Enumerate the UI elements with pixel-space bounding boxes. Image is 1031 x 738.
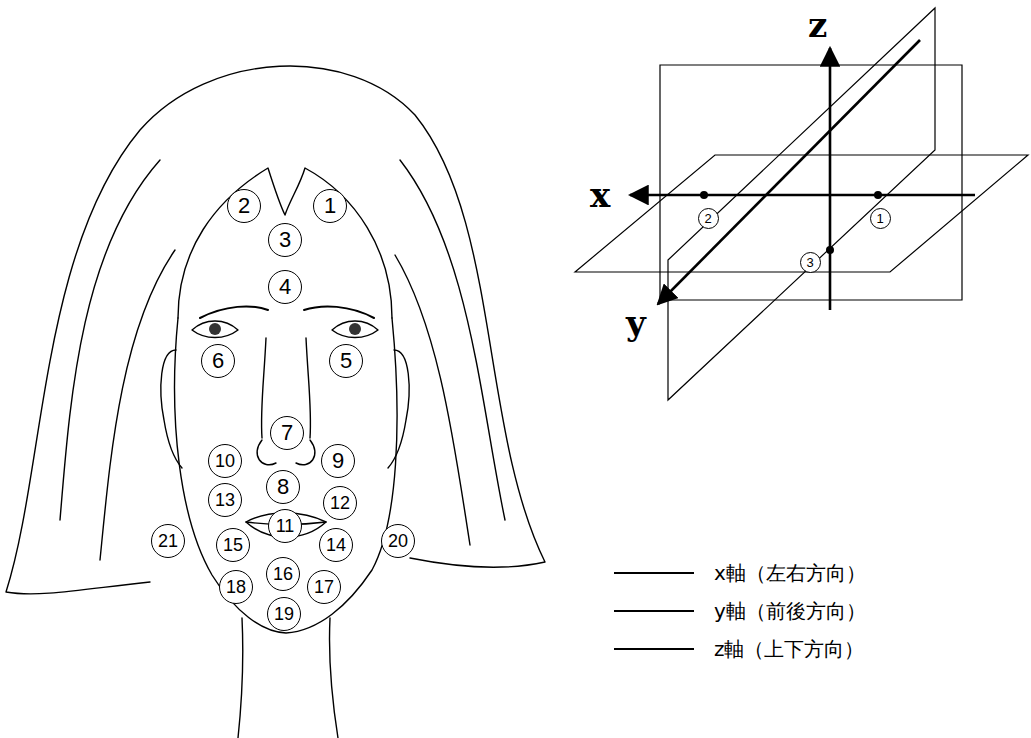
callout-number-text: 3 (806, 256, 813, 269)
callout-number-text: 10 (215, 452, 235, 470)
z-axis (829, 48, 832, 310)
callout-number-text: 7 (281, 422, 293, 444)
xz-plane (660, 65, 962, 300)
legend-row: x軸（左右方向） (614, 561, 866, 585)
callout-number-text: 12 (330, 494, 350, 512)
callout-number-text: 14 (326, 536, 346, 554)
callout-number-text: 9 (332, 450, 344, 472)
legend-text: z軸（上下方向） (714, 639, 865, 659)
callout-number: 10 (208, 444, 242, 478)
callout-number: 20 (381, 524, 415, 558)
callout-number-text: 18 (226, 578, 246, 596)
callout-number: 3 (268, 223, 302, 257)
point-dot (700, 191, 708, 199)
callout-number-text: 2 (238, 195, 250, 217)
axis-label: z (808, 8, 827, 42)
callout-number: 5 (329, 344, 363, 378)
callout-number-text: 20 (388, 532, 408, 550)
callout-number-text: 1 (876, 212, 883, 225)
neck (329, 618, 338, 738)
hairline (178, 168, 392, 318)
legend-text: y軸（前後方向） (714, 601, 866, 621)
eye (192, 321, 238, 338)
callout-number: 1 (313, 189, 347, 223)
callout-number-text: 15 (223, 536, 243, 554)
callout-number-text: 16 (273, 565, 293, 583)
nose (261, 338, 266, 438)
callout-number: 6 (201, 344, 235, 378)
callout-number: 9 (321, 444, 355, 478)
callout-number: 17 (307, 570, 341, 604)
callout-number: 14 (319, 528, 353, 562)
axis-label: x (590, 178, 610, 212)
callout-number: 1 (870, 208, 891, 229)
neck (238, 618, 243, 738)
callout-number: 21 (151, 524, 185, 558)
callout-number: 3 (800, 252, 821, 273)
hair-outline (6, 66, 545, 594)
ear (388, 350, 409, 468)
hair-strand (395, 255, 470, 545)
legend-line-sample (614, 610, 694, 612)
callout-number-text: 2 (704, 212, 711, 225)
callout-number-text: 5 (340, 350, 352, 372)
callout-number-text: 17 (314, 578, 334, 596)
ear (161, 350, 182, 468)
lips (246, 513, 326, 537)
callout-number: 15 (216, 528, 250, 562)
axis-label: y (626, 306, 646, 340)
hair-strand (100, 250, 175, 560)
callout-number: 12 (323, 486, 357, 520)
callout-number: 19 (267, 597, 301, 631)
callout-number-text: 21 (158, 532, 178, 550)
legend-text: x軸（左右方向） (714, 563, 866, 583)
pupil (349, 323, 361, 335)
callout-number: 7 (270, 416, 304, 450)
xy-plane (575, 155, 1028, 272)
callout-number: 16 (266, 557, 300, 591)
pupil (209, 323, 221, 335)
x-axis (630, 194, 975, 197)
callout-number: 8 (266, 470, 300, 504)
point-dot (874, 191, 882, 199)
callout-number-text: 8 (277, 476, 289, 498)
eyebrow (200, 306, 268, 318)
y-axis (658, 40, 920, 304)
callout-number-text: 11 (276, 517, 295, 535)
callout-number-text: 1 (324, 195, 336, 217)
callout-number-text: 19 (274, 605, 294, 623)
nose (306, 338, 311, 438)
callout-number: 11 (268, 509, 302, 543)
legend-line-sample (614, 572, 694, 574)
hair-strand (400, 160, 505, 520)
callout-number-text: 4 (279, 276, 291, 298)
callout-number: 2 (227, 189, 261, 223)
legend-row: z軸（上下方向） (614, 637, 865, 661)
callout-number: 18 (219, 570, 253, 604)
callout-number: 2 (698, 208, 719, 229)
legend-row: y軸（前後方向） (614, 599, 866, 623)
callout-number: 13 (208, 483, 242, 517)
face-outline (175, 318, 397, 633)
eye (332, 321, 378, 338)
callout-number-text: 6 (212, 350, 224, 372)
callout-number-text: 13 (215, 491, 235, 509)
legend-line-sample (614, 648, 694, 650)
eyebrow (304, 306, 374, 318)
point-dot (826, 246, 834, 254)
callout-number-text: 3 (279, 229, 291, 251)
callout-number: 4 (268, 270, 302, 304)
